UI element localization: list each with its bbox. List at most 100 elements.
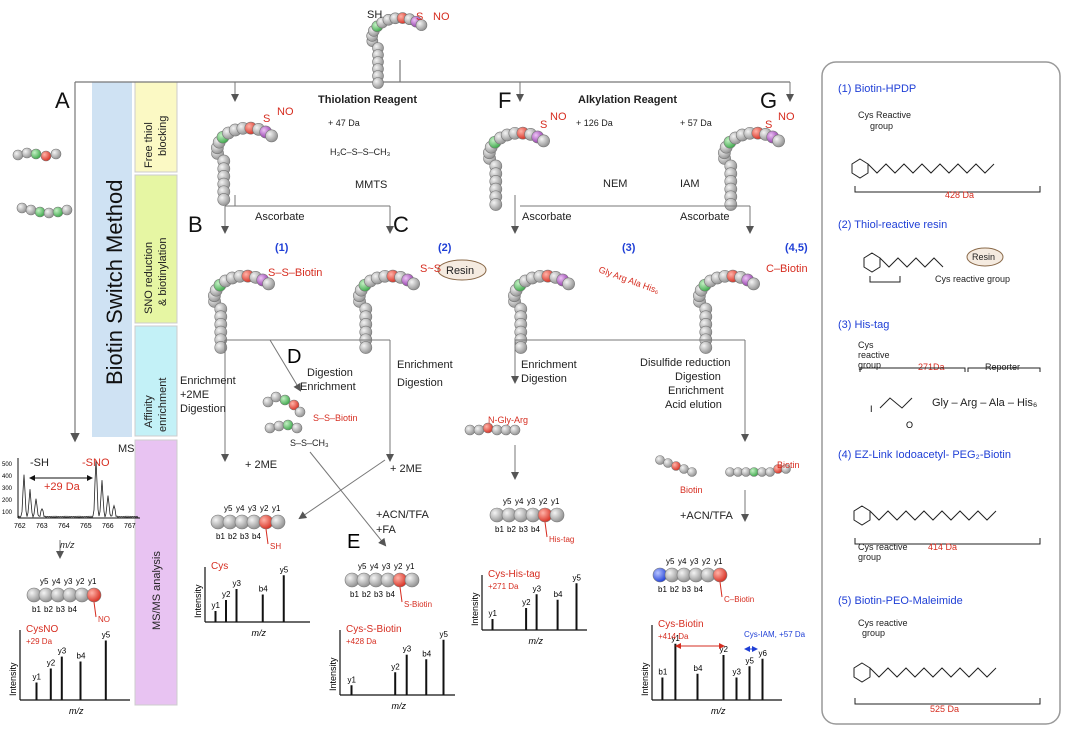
tag-3: (3): [622, 242, 636, 254]
top-sh-label: SH: [367, 9, 382, 21]
tag-2: (2): [438, 242, 452, 254]
da-bracket: [859, 367, 966, 372]
ascorbate-label-g: Ascorbate: [680, 211, 730, 223]
y-ion-label: y4: [678, 557, 687, 566]
peak-label: y3: [533, 584, 542, 593]
spectrum-delta: +414 Da: [658, 632, 689, 641]
g-d-biotin-top: Biotin: [777, 460, 800, 470]
top-no-label: NO: [433, 11, 450, 23]
spectrum-intensity-label: Intensity: [8, 662, 18, 696]
side-chain-label: C–Biotin: [724, 595, 754, 604]
tag-4-5: (4,5): [785, 242, 808, 254]
length-bracket: [854, 538, 1041, 545]
residue-bead: [12, 149, 24, 161]
panel-letter-e: E: [347, 531, 360, 553]
acn-text: +ACN/TFA: [680, 510, 734, 522]
residue-bead: [217, 193, 231, 206]
arrow-c-to-cys: [298, 459, 386, 520]
peak-label: b4: [77, 652, 86, 661]
reagent-3-title: (3) His-tag: [838, 319, 889, 331]
top-s-label: S: [416, 11, 423, 23]
peak-label: y1: [33, 673, 42, 682]
y-ion-label: y5: [503, 497, 512, 506]
residue-bead: [687, 467, 697, 477]
residue-bead: [765, 467, 775, 477]
reagent-1-da: 428 Da: [945, 190, 974, 200]
peak-label: y2: [222, 590, 231, 599]
b-ion-label: b4: [68, 605, 77, 614]
peak-label: y1: [348, 675, 357, 684]
residue-bead: [288, 399, 300, 411]
residue-bead: [509, 424, 521, 436]
b-ion-label: b2: [362, 590, 371, 599]
side-resin-bead: [966, 247, 1004, 267]
peak-label: y1: [489, 609, 498, 618]
y-ion-label: y5: [358, 562, 367, 571]
residue-bead: [16, 202, 28, 214]
residue-bead: [214, 341, 228, 354]
resin-bead: [437, 259, 487, 281]
residue-bead: [282, 419, 294, 431]
y-ion-label: y4: [236, 504, 245, 513]
method-bar: [92, 82, 132, 437]
nem-name: NEM: [603, 178, 627, 190]
ms1-tick-label: 767: [124, 523, 136, 530]
b-ion-label: b2: [44, 605, 53, 614]
peak-label: y3: [233, 579, 242, 588]
stage-reduction-bar: [134, 174, 178, 324]
two-me-right: + 2ME: [390, 463, 422, 475]
iodine-label: I: [870, 404, 873, 414]
residue-bead: [404, 572, 420, 588]
ms-sno-label: -SNO: [82, 457, 110, 469]
residue-bead: [30, 148, 42, 160]
residue-bead: [294, 406, 306, 418]
reagent-1-title: (1) Biotin-HPDP: [838, 83, 916, 95]
b-ion-label: b3: [56, 605, 65, 614]
mmts-name: MMTS: [355, 179, 387, 191]
reporter-bracket: [967, 367, 1041, 372]
b-ion-label: b1: [350, 590, 359, 599]
molecule-f-digested: [464, 422, 521, 436]
reagent-4-da: 414 Da: [928, 542, 957, 552]
tag-1: (1): [275, 242, 289, 254]
y-ion-label: y5: [40, 577, 49, 586]
residue-bead: [514, 341, 528, 354]
arrow-to-d: [269, 339, 302, 392]
y-ion-label: y3: [382, 562, 391, 571]
thiolation-title: Thiolation Reagent: [318, 94, 417, 106]
residue-bead: [699, 341, 713, 354]
reagent-2-group: Cys reactive group: [935, 274, 1010, 284]
y-ion-label: y4: [370, 562, 379, 571]
reagent-3-da: 271Da: [918, 362, 945, 372]
residue-bead: [473, 424, 485, 436]
peak-label: y5: [573, 573, 582, 582]
spectrum-mz-label: m/z: [69, 706, 84, 716]
y-ion-label: y2: [702, 557, 711, 566]
residue-bead: [671, 461, 681, 471]
stage-msms-bar: [134, 439, 178, 706]
length-bracket: [854, 698, 1041, 705]
d-ss-ch3: S–S–CH₃: [290, 438, 329, 448]
reagent-side-panel: [821, 61, 1061, 725]
stage-blocking-bar: [134, 81, 178, 173]
residue-bead: [757, 467, 767, 477]
residue-bead: [489, 198, 503, 211]
ms1-y-tick: 400: [2, 474, 13, 480]
y-ion-label: y2: [76, 577, 85, 586]
cys-iam-label: Cys-IAM, +57 Da: [744, 630, 806, 639]
residue-bead: [549, 507, 565, 523]
reagent-1-structure: [851, 158, 1041, 193]
residue-bead: [264, 422, 276, 434]
mmts-mol-no: S: [263, 113, 270, 125]
biotin-ss-label: S–S–Biotin: [268, 267, 322, 279]
spectrum-mz-label: m/z: [529, 636, 544, 646]
y-ion-label: y2: [394, 562, 403, 571]
ascorbate-label-bc: Ascorbate: [255, 211, 305, 223]
b-ion-label: b2: [670, 585, 679, 594]
ms1-tick-label: 762: [14, 523, 26, 530]
mmts-formula: H₃C–S–S–CH₃: [330, 147, 391, 157]
